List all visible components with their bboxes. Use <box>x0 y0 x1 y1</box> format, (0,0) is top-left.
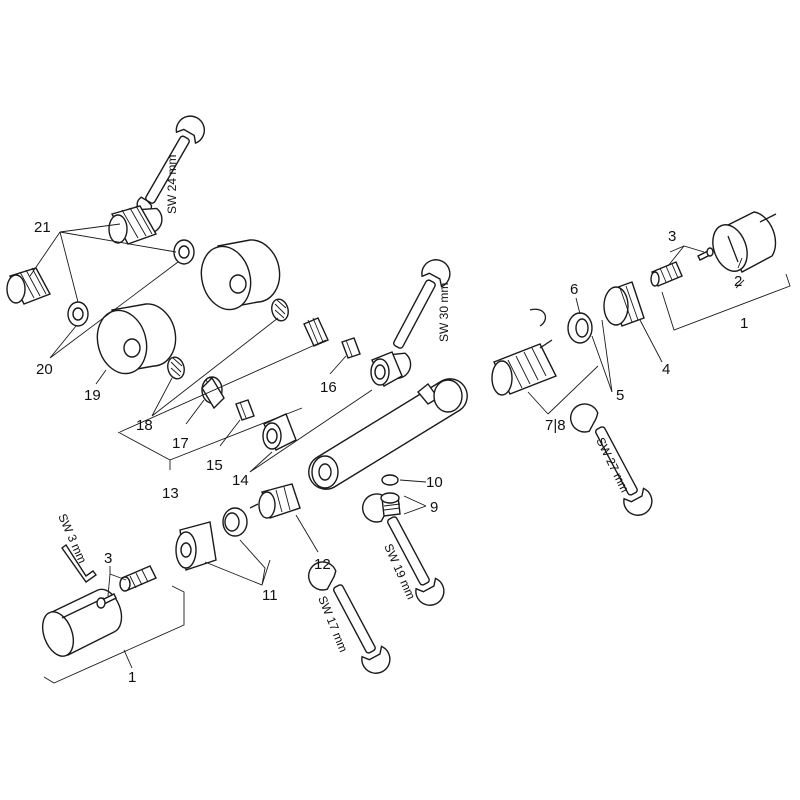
leader-16 <box>329 355 347 375</box>
leader-13 <box>117 339 327 470</box>
cartridge-12 <box>249 483 301 519</box>
left-screw <box>96 593 117 609</box>
callout-2: 2 <box>734 273 742 290</box>
leader-7-8 <box>527 365 599 415</box>
sieve-18a <box>167 356 185 380</box>
callout-4: 4 <box>662 361 670 378</box>
ring-20b <box>173 239 195 265</box>
wrench-sw19 <box>361 493 445 606</box>
wrench-sw27 <box>569 403 653 516</box>
escutcheon-19a <box>96 303 177 375</box>
callout-13: 13 <box>162 485 179 502</box>
bracket-1-left <box>43 585 185 684</box>
leader-17 <box>185 399 205 425</box>
leader-20 <box>49 261 179 359</box>
callout-6: 6 <box>570 281 578 298</box>
callout-21: 21 <box>34 219 51 236</box>
left-spindle-extension <box>119 565 157 592</box>
leader-9-10 <box>399 479 427 515</box>
check-valve-16 <box>341 337 361 359</box>
clip-8 <box>529 308 547 327</box>
connector-nut-14b <box>370 351 403 387</box>
leader-11 <box>204 539 271 586</box>
ring-20a <box>67 301 89 327</box>
oring-10 <box>381 474 399 486</box>
callout-14: 14 <box>232 472 249 489</box>
callout-3-left: 3 <box>104 550 112 567</box>
leader-1-right <box>735 279 745 289</box>
wrench-sw17 <box>307 561 391 674</box>
callout-1-right: 1 <box>740 315 748 332</box>
callout-18: 18 <box>136 417 153 434</box>
right-handle-2 <box>712 211 777 273</box>
callout-1-left: 1 <box>128 669 136 686</box>
wrench-sw30-label: SW 30 mm <box>437 283 451 342</box>
callout-16: 16 <box>320 379 337 396</box>
thermostatic-cartridge-7 <box>491 339 557 396</box>
filter-17 <box>201 376 225 410</box>
leader-14 <box>249 389 373 473</box>
leader-12 <box>295 514 319 553</box>
hex-key-sw3 <box>61 543 97 583</box>
callout-3-right: 3 <box>668 228 676 245</box>
wrench-sw24-label: SW 24 mm <box>165 155 179 214</box>
leader-2 <box>737 257 743 269</box>
callout-11: 11 <box>262 587 278 604</box>
eccentric-21a <box>6 267 51 305</box>
callout-19: 19 <box>84 387 101 404</box>
leader-18 <box>151 317 279 417</box>
callout-12: 12 <box>314 556 331 573</box>
check-valve-15 <box>235 399 255 421</box>
nut-11a <box>175 521 217 571</box>
ring-6 <box>567 312 593 344</box>
nut-11b <box>222 507 248 537</box>
leader-5 <box>591 319 613 393</box>
callout-20: 20 <box>36 361 53 378</box>
right-spindle-extension <box>650 261 683 287</box>
callout-5: 5 <box>616 387 624 404</box>
callout-15: 15 <box>206 457 223 474</box>
sieve-18b <box>271 298 289 322</box>
callout-9: 9 <box>430 499 438 516</box>
leader-15 <box>219 419 241 447</box>
leader-1-left <box>123 649 133 669</box>
callout-10: 10 <box>426 474 443 491</box>
leader-6 <box>575 297 581 315</box>
leader-3-left <box>107 566 127 597</box>
adapter-9 <box>380 492 401 517</box>
eccentric-21b <box>108 205 158 245</box>
mixer-body <box>308 378 468 490</box>
callout-17: 17 <box>172 435 189 452</box>
stop-ring-4 <box>603 281 645 327</box>
right-screw <box>697 247 714 261</box>
filter-17b <box>303 317 329 347</box>
leader-21 <box>29 223 177 303</box>
bracket-1-right <box>661 273 791 331</box>
escutcheon-19b <box>200 239 281 311</box>
callout-7-8: 7|8 <box>545 417 566 434</box>
leader-19 <box>95 369 107 385</box>
leader-3-right <box>667 245 705 267</box>
leader-4 <box>639 319 663 363</box>
